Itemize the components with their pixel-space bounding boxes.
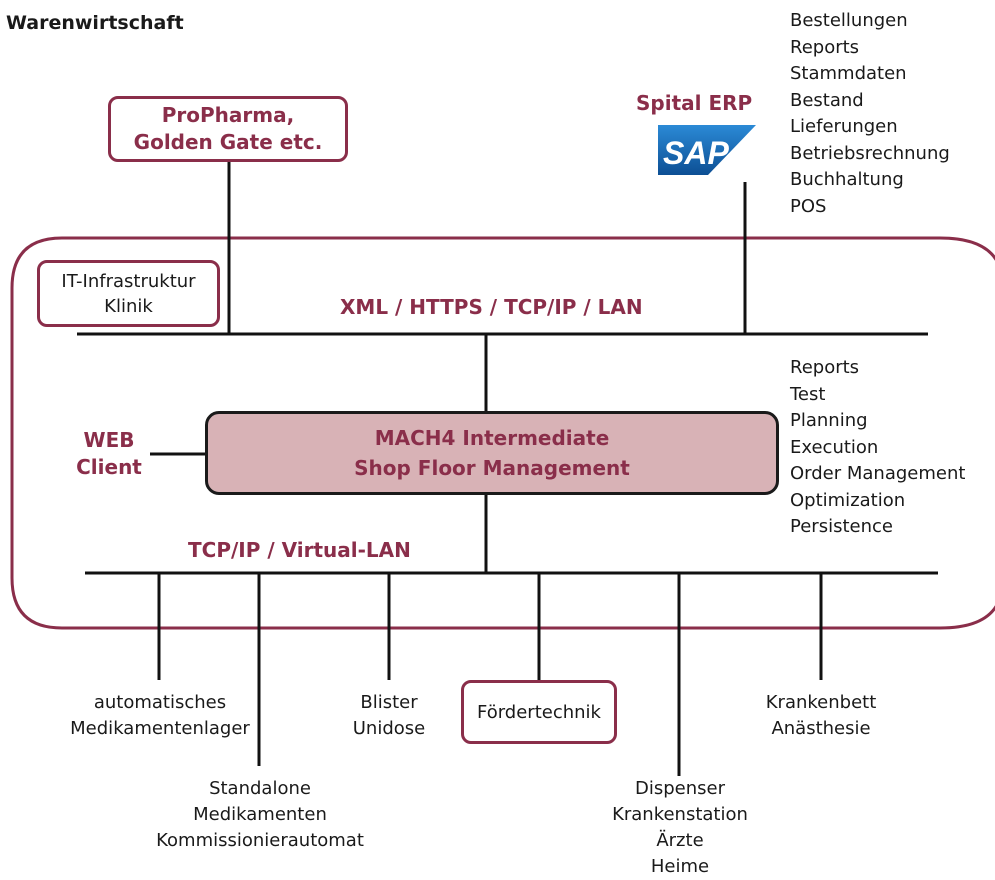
device-label-line: Anästhesie [771, 718, 871, 739]
it-infrastructure-box: IT-Infrastruktur Klinik [37, 260, 220, 327]
device-krankenbett: Krankenbett Anästhesie [741, 690, 901, 742]
it-infra-line-2: Klinik [104, 295, 153, 317]
erp-function-list: Bestellungen Reports Stammdaten Bestand … [790, 8, 950, 220]
top-network-label: XML / HTTPS / TCP/IP / LAN [340, 295, 643, 319]
erp-function-item: Betriebsrechnung [790, 142, 950, 164]
mach4-function-list: Reports Test Planning Execution Order Ma… [790, 355, 965, 541]
device-label-line: Standalone [209, 778, 311, 799]
device-foerdertechnik-box: Fördertechnik [461, 680, 617, 744]
propharma-line-1: ProPharma, [161, 103, 295, 127]
foerdertechnik-label: Fördertechnik [477, 701, 601, 723]
erp-function-item: Lieferungen [790, 116, 898, 137]
erp-function-item: Stammdaten [790, 63, 907, 84]
mach4-function-item: Persistence [790, 516, 893, 537]
bottom-network-label: TCP/IP / Virtual-LAN [188, 538, 411, 562]
device-label-line: Krankenstation [612, 804, 748, 825]
device-label-line: Medikamentenlager [70, 718, 250, 739]
it-infra-line-1: IT-Infrastruktur [61, 270, 196, 292]
mach4-line-2: Shop Floor Management [354, 456, 630, 480]
page-title: Warenwirtschaft [6, 12, 184, 34]
device-label-line: Krankenbett [765, 692, 877, 713]
device-standalone: Standalone Medikamenten Kommissionieraut… [140, 776, 380, 854]
device-label-line: Dispenser [635, 778, 725, 799]
device-label-line: Medikamenten [193, 804, 327, 825]
clinic-boundary [10, 236, 995, 630]
spital-erp-label: Spital ERP [636, 91, 753, 115]
device-blister: Blister Unidose [329, 690, 449, 742]
propharma-line-2: Golden Gate etc. [133, 130, 323, 154]
device-medikamentenlager: automatisches Medikamentenlager [40, 690, 280, 742]
device-dispenser: Dispenser Krankenstation Ärzte Heime [580, 776, 780, 880]
device-label-line: Blister [360, 692, 418, 713]
erp-function-item: Buchhaltung [790, 169, 904, 190]
mach4-function-item: Planning [790, 410, 868, 431]
mach4-function-item: Execution [790, 436, 879, 458]
erp-function-item: POS [790, 195, 827, 217]
web-client-label: WEB Client [66, 427, 152, 481]
mach4-function-item: Optimization [790, 489, 906, 511]
erp-function-item: Bestellungen [790, 10, 908, 31]
propharma-box: ProPharma, Golden Gate etc. [108, 96, 348, 162]
sap-logo-text: SAP [663, 135, 729, 171]
device-label-line: Unidose [352, 718, 426, 739]
sap-logo: SAP [658, 125, 756, 175]
device-label-line: Heime [650, 856, 710, 877]
erp-function-item: Reports [790, 36, 860, 58]
mach4-box: MACH4 Intermediate Shop Floor Management [205, 411, 779, 495]
web-client-line-1: WEB [83, 428, 135, 452]
device-label-line: Ärzte [656, 830, 704, 851]
web-client-line-2: Client [76, 455, 142, 479]
mach4-function-item: Reports [790, 357, 860, 378]
mach4-function-item: Order Management [790, 463, 966, 484]
device-label-line: automatisches [93, 692, 227, 713]
mach4-line-1: MACH4 Intermediate [374, 426, 610, 450]
mach4-function-item: Test [790, 383, 826, 405]
erp-function-item: Bestand [790, 89, 864, 111]
device-label-line: Kommissionierautomat [156, 830, 364, 851]
